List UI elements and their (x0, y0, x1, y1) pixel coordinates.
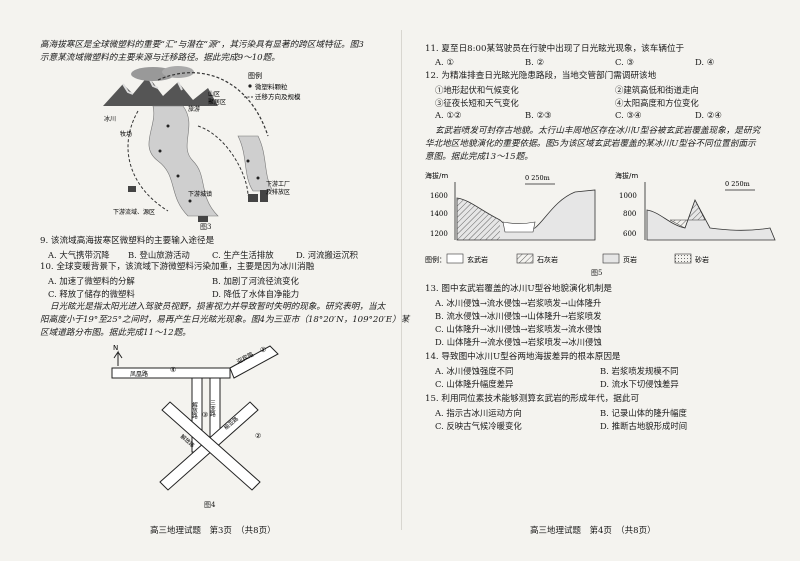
road-label: 解放路 (191, 401, 198, 420)
fig3-label: 山区 (208, 90, 220, 98)
page-footer: 高三地理试题 第3页 （共8页） (150, 526, 276, 536)
figure-4-caption: 图4 (204, 501, 216, 509)
q9-option-a[interactable]: A. 大气携带沉降 (48, 250, 110, 260)
q13-option-c[interactable]: C. 山体隆升→冰川侵蚀→岩浆喷发→流水侵蚀 (435, 324, 602, 334)
q12-item: ②建筑高低和街道走向 (615, 85, 699, 95)
fig3-label: 及排放区 (266, 188, 290, 196)
intro-line: 阳高度小于19°至25°之间时，易再产生日光眩光现象。图4为三亚市（18°20′… (40, 315, 410, 325)
q9-option-d[interactable]: D. 河流搬运沉积 (296, 250, 358, 260)
q14-option-a[interactable]: A. 冰川侵蚀强度不同 (435, 366, 514, 376)
question-14-stem: 14. 导致图中冰川U型谷两地海拔差异的根本原因是 (425, 352, 621, 362)
q12-option-d[interactable]: D. ②④ (695, 110, 722, 120)
fig5-legend-title: 图例： (425, 255, 446, 264)
intro-line: 高海拔寒区是全球微塑料的重要“汇”与潜在“源”，其污染具有显著的跨区域特征。图3 (40, 40, 364, 50)
q10-option-d[interactable]: D. 降低了水体自净能力 (212, 289, 300, 299)
fig3-legend-title: 图例 (248, 71, 262, 80)
fig3-label: 冰川 (104, 115, 116, 123)
question-12-stem: 12. 为精准排查日光眩光隐患路段，当地交管部门需调研该地 (425, 71, 657, 81)
axis-title: 海拔/m (615, 171, 638, 180)
q14-option-c[interactable]: C. 山体隆升幅度差异 (435, 379, 514, 389)
question-13-stem: 13. 图中玄武岩覆盖的冰川U型谷地貌演化机制是 (425, 284, 612, 294)
right-page: 11. 夏至日8:00某驾驶员在行驶中出现了日光眩光现象，该车辆位于 A. ① … (405, 0, 800, 561)
fig3-legend-item: 迁移方向及规模 (255, 92, 301, 101)
point-marker: ④ (170, 366, 176, 374)
figure-5-caption: 图5 (591, 269, 603, 277)
q9-option-b[interactable]: B. 登山旅游活动 (128, 250, 190, 260)
scale-label: 0 250m (725, 180, 750, 188)
q15-option-c[interactable]: C. 反映古气候冷暖变化 (435, 421, 522, 431)
tick-label: 600 (623, 230, 636, 238)
fig5-legend-item: 页岩 (623, 255, 637, 264)
tick-label: 1600 (430, 192, 448, 200)
figure-5-valley-profiles: 海拔/m 1600 1400 1200 0 250m 海拔/m 1000 800… (425, 171, 776, 264)
intro-line: 意图。据此完成13～15题。 (425, 152, 533, 162)
north-arrow: N (113, 344, 123, 366)
question-10-stem: 10. 全球变暖背景下，该流域下游微塑料污染加重，主要是因为冰川消融 (40, 262, 315, 272)
q10-option-b[interactable]: B. 加剧了河流径流变化 (212, 276, 299, 286)
fig3-label: 牧场 (120, 130, 132, 138)
fig3-legend-item: 微塑料颗粒 (255, 82, 288, 91)
road-label: 三亚路 (209, 400, 216, 418)
q12-option-a[interactable]: A. ①② (435, 110, 462, 120)
q15-option-d[interactable]: D. 推断古地貌形成时间 (600, 421, 688, 431)
q11-option-d[interactable]: D. ④ (695, 57, 715, 67)
tick-label: 1200 (430, 230, 448, 238)
fig5-legend-item: 砂岩 (695, 255, 709, 264)
q15-option-a[interactable]: A. 指示古冰川运动方向 (435, 408, 522, 418)
fig3-label: 下游城镇 (188, 190, 212, 198)
q12-item: ①地形起伏和气候变化 (435, 85, 519, 95)
q12-item: ③征夜长短和天气变化 (435, 98, 519, 108)
q12-option-b[interactable]: B. ②③ (525, 110, 552, 120)
q10-option-c[interactable]: C. 释放了储存的微塑料 (48, 289, 135, 299)
q14-option-b[interactable]: B. 岩浆喷发规模不同 (600, 366, 679, 376)
q12-item: ④太阳高度和方位变化 (615, 98, 699, 108)
q12-option-c[interactable]: C. ③④ (615, 110, 642, 120)
tick-label: 1000 (619, 192, 637, 200)
fig3-label: 旅游 (188, 105, 200, 113)
q11-option-b[interactable]: B. ② (525, 57, 544, 67)
point-marker: ② (255, 432, 261, 440)
road-label: 凤凰路 (130, 370, 148, 378)
north-label: N (113, 344, 118, 352)
intro-line: 示意某流域微塑料的主要来源与迁移路径。据此完成9～10题。 (40, 53, 280, 63)
question-11-stem: 11. 夏至日8:00某驾驶员在行驶中出现了日光眩光现象，该车辆位于 (425, 44, 685, 54)
point-marker: ③ (202, 411, 208, 419)
tick-label: 800 (623, 210, 636, 218)
q11-option-c[interactable]: C. ③ (615, 57, 634, 67)
fig3-label: 下游工厂 (266, 180, 290, 188)
q14-option-d[interactable]: D. 流水下切侵蚀差异 (600, 379, 679, 389)
intro-line: 玄武岩喷发可封存古地貌。太行山丰周地区存在冰川U型谷被玄武岩覆盖现象，是研究 (435, 126, 761, 136)
q10-option-a[interactable]: A. 加速了微塑料的分解 (48, 276, 135, 286)
q13-option-d[interactable]: D. 山体隆升→流水侵蚀→岩浆喷发→冰川侵蚀 (435, 337, 602, 347)
scale-label: 0 250m (525, 174, 550, 182)
intro-line: 区域道路分布图。据此完成11～12题。 (40, 328, 191, 338)
intro-line: 华北地区地貌演化的重要依据。图5为该区域玄武岩覆盖的某冰川U型谷不同位置剖面示 (425, 139, 756, 149)
q9-option-c[interactable]: C. 生产生活排放 (212, 250, 274, 260)
left-page: 高海拔寒区是全球微塑料的重要“汇”与潜在“源”，其污染具有显著的跨区域特征。图3… (40, 40, 409, 536)
intro-line: 日光眩光是指太阳光进入驾驶员视野，损害视力并导致暂时失明的现象。研究表明，当太 (50, 302, 386, 312)
figure-4-road-map: N 凤凰路 迎宾路 解放路 三亚路 解放路 榆亚路 ④ ① ③ ② (111, 344, 279, 491)
page-divider (401, 30, 402, 530)
fig3-label: 聚居区 (208, 99, 226, 106)
q13-option-b[interactable]: B. 流水侵蚀→冰川侵蚀→山体隆升→岩浆喷发 (435, 311, 602, 321)
axis-title: 海拔/m (425, 171, 448, 180)
tick-label: 1400 (430, 210, 448, 218)
fig5-legend-item: 玄武岩 (467, 255, 488, 264)
figure-3-microplastic-diagram: 图例 微塑料颗粒 迁移方向及规模 冰川 牧场 旅游 山区 聚居区 下游城镇 下游… (103, 66, 301, 222)
q11-option-a[interactable]: A. ① (435, 57, 454, 67)
figure-3-caption: 图3 (200, 223, 212, 231)
question-15-stem: 15. 利用同位素技术能够测算玄武岩的形成年代，据此可 (425, 394, 640, 404)
page-footer: 高三地理试题 第4页 （共8页） (530, 526, 656, 536)
point-marker: ① (260, 346, 266, 354)
q15-option-b[interactable]: B. 记录山体的隆升幅度 (600, 408, 687, 418)
fig5-legend-item: 石灰岩 (537, 255, 558, 264)
question-9-stem: 9. 该流域高海拔寒区微塑料的主要输入途径是 (40, 236, 215, 246)
fig3-label: 下游流域、源区 (113, 208, 155, 216)
q13-option-a[interactable]: A. 冰川侵蚀→流水侵蚀→岩浆喷发→山体隆升 (435, 298, 602, 308)
